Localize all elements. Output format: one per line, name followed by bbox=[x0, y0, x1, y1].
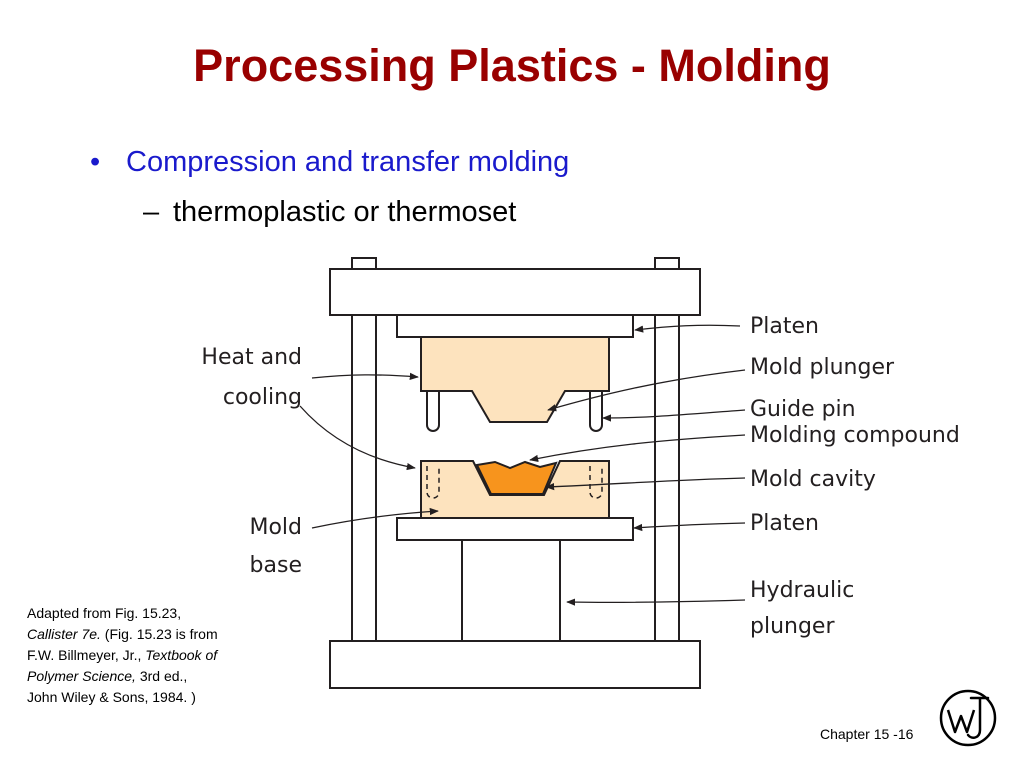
top-frame bbox=[329, 268, 701, 316]
label-guide-pin: Guide pin bbox=[750, 397, 856, 422]
caption-line: Polymer Science, 3rd ed., bbox=[27, 668, 188, 684]
arrow-heat-upper bbox=[311, 372, 419, 380]
sub-bullet-text: thermoplastic or thermoset bbox=[173, 196, 517, 228]
caption-line: Adapted from Fig. 15.23, bbox=[27, 605, 182, 621]
label-heat-line1: Heat and bbox=[201, 345, 302, 370]
sub-bullet-marker: – bbox=[143, 196, 160, 228]
wiley-logo-icon bbox=[939, 689, 997, 747]
label-platen-bottom: Platen bbox=[750, 511, 819, 536]
arrow-mold-cavity bbox=[545, 477, 746, 491]
label-mold-plunger: Mold plunger bbox=[750, 355, 895, 380]
label-hydraulic-line1: Hydraulic bbox=[750, 578, 854, 603]
bullet-text: Compression and transfer molding bbox=[126, 146, 570, 178]
slide-title: Processing Plastics - Molding bbox=[193, 40, 831, 91]
arrow-molding-compound bbox=[529, 434, 746, 462]
arrow-mold-base bbox=[311, 507, 439, 529]
label-hydraulic-line2: plunger bbox=[750, 614, 835, 639]
column-right bbox=[654, 314, 680, 642]
arrow-platen-top bbox=[634, 324, 741, 333]
lower-platen bbox=[396, 517, 634, 541]
hydraulic-plunger bbox=[461, 539, 561, 642]
sub-bullet-item: –thermoplastic or thermoset bbox=[143, 196, 516, 229]
caption-line: F.W. Billmeyer, Jr., Textbook of bbox=[27, 647, 218, 663]
arrow-guide-pin bbox=[602, 409, 746, 422]
guide-pin-right bbox=[589, 388, 603, 432]
label-mold-cavity: Mold cavity bbox=[750, 467, 876, 492]
label-molding-compound: Molding compound bbox=[750, 423, 960, 448]
molding-compound bbox=[475, 460, 558, 495]
upper-platen bbox=[396, 314, 634, 338]
guide-pin-left bbox=[426, 388, 440, 432]
label-mold-line2: base bbox=[250, 553, 302, 578]
arrow-platen-bottom bbox=[633, 522, 746, 532]
arrow-heat-lower bbox=[299, 405, 416, 471]
label-heat-line2: cooling bbox=[223, 385, 302, 410]
caption-line: John Wiley & Sons, 1984. ) bbox=[27, 689, 196, 705]
figure-caption: Adapted from Fig. 15.23, Callister 7e. (… bbox=[27, 603, 277, 708]
column-left bbox=[351, 314, 377, 642]
chapter-page-label: Chapter 15 -16 bbox=[820, 726, 914, 742]
bullet-item: • Compression and transfer molding bbox=[90, 146, 569, 179]
arrow-mold-plunger bbox=[547, 369, 746, 412]
bottom-frame bbox=[329, 640, 701, 689]
label-mold-line1: Mold bbox=[249, 515, 302, 540]
bullet-marker: • bbox=[90, 146, 101, 178]
label-platen-top: Platen bbox=[750, 314, 819, 339]
caption-line: Callister 7e. (Fig. 15.23 is from bbox=[27, 626, 218, 642]
arrow-hydraulic bbox=[566, 598, 746, 606]
mold-plunger bbox=[420, 336, 610, 423]
